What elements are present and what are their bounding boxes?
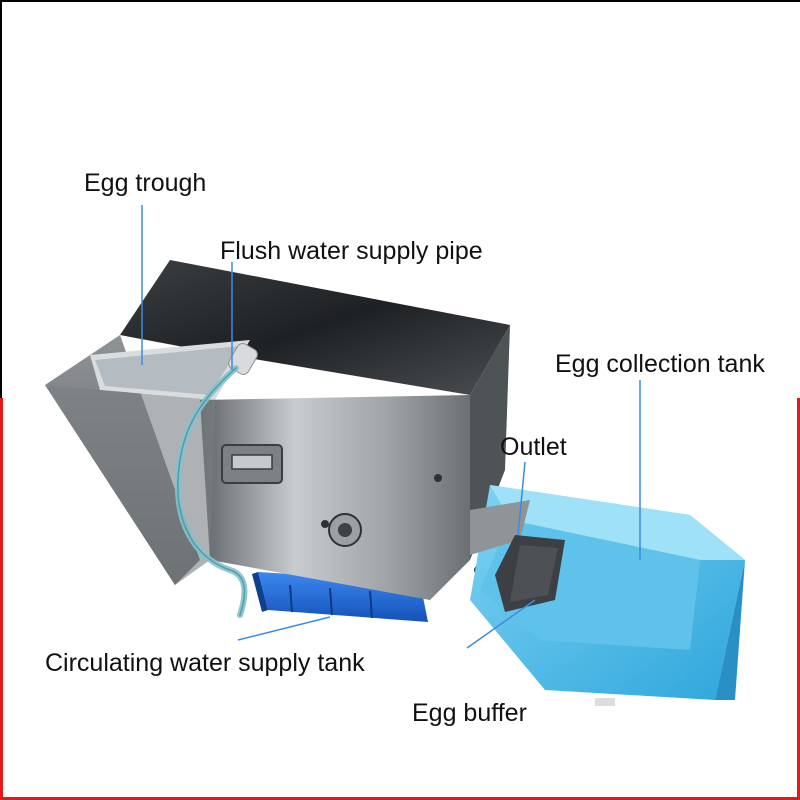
egg-buffer-shape (495, 535, 565, 612)
label-circulating-tank: Circulating water supply tank (45, 649, 365, 677)
leader-lines (141, 205, 641, 649)
leader-egg-buffer (466, 599, 536, 649)
flush-pipe-shape (174, 343, 258, 618)
label-flush-pipe: Flush water supply pipe (220, 237, 483, 265)
label-collection-tank: Egg collection tank (555, 350, 765, 378)
label-outlet: Outlet (500, 433, 567, 461)
machine-body-shape (45, 260, 510, 600)
red-accent-frame (0, 398, 800, 800)
label-egg-buffer: Egg buffer (412, 699, 527, 727)
leader-circulating-tank (237, 616, 331, 641)
leader-outlet (517, 461, 526, 536)
label-egg-trough: Egg trough (84, 169, 207, 197)
